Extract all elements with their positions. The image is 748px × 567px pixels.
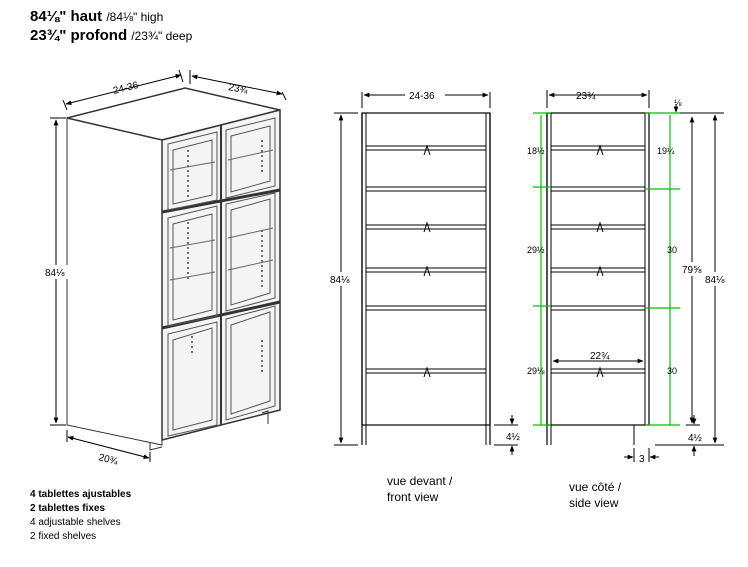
side-gap1-left: 18½ xyxy=(527,146,545,156)
front-kick-dim: 4½ xyxy=(506,432,521,443)
side-gap2-left: 29½ xyxy=(527,245,545,255)
side-shelf-depth-dim: 22¾ xyxy=(590,351,610,362)
depth-spec-en: /23¾" deep xyxy=(131,29,193,43)
depth-spec: 23¾" profond /23¾" deep xyxy=(30,27,192,45)
side-width-dim: 23¾ xyxy=(576,91,596,102)
side-view-caption-en: side view xyxy=(569,496,619,510)
note-fixed-en: 2 fixed shelves xyxy=(30,531,97,542)
iso-depth-dim: 23¾ xyxy=(227,82,249,97)
side-setback-dim: 3 xyxy=(639,454,645,465)
front-width-dim: 24-36 xyxy=(409,91,435,102)
depth-spec-fr: 23¾" profond xyxy=(30,27,128,44)
side-top-dim: ⅛ xyxy=(674,98,682,108)
side-view-caption: vue côté / side view xyxy=(569,479,621,511)
side-kick-dim: 4½ xyxy=(688,433,703,444)
height-spec: 84⅛" haut /84⅛" high xyxy=(30,8,163,26)
height-spec-fr: 84⅛" haut xyxy=(30,8,103,25)
front-view-caption: vue devant / front view xyxy=(387,473,452,505)
side-inner-height-dim: 79⅝ xyxy=(682,265,702,276)
front-view-caption-en: front view xyxy=(387,490,439,504)
side-gap2-right: 30 xyxy=(667,245,677,255)
side-total-height-dim: 84⅛ xyxy=(705,275,725,286)
note-fixed-fr: 2 tablettes fixes xyxy=(30,503,106,514)
front-height-dim: 84⅛ xyxy=(330,275,350,286)
note-adjustable-en: 4 adjustable shelves xyxy=(30,517,121,528)
iso-bottom-dim: 20¾ xyxy=(97,452,119,468)
isometric-view xyxy=(50,69,287,462)
height-spec-en: /84⅛" high xyxy=(106,10,164,24)
side-view-carcass xyxy=(546,112,650,426)
iso-height-dim: 84⅛ xyxy=(45,268,65,279)
side-gap3-right: 30 xyxy=(667,366,677,376)
note-adjustable-fr: 4 tablettes ajustables xyxy=(30,489,132,500)
side-view-green-dims xyxy=(533,112,680,426)
iso-width-dim: 24-36 xyxy=(112,80,140,97)
front-view xyxy=(334,92,518,455)
side-view-caption-fr: vue côté / xyxy=(569,480,622,494)
shelf-notes: 4 tablettes ajustables 2 tablettes fixes… xyxy=(30,488,131,544)
iso-side-panel xyxy=(66,117,163,446)
side-gap1-right: 19¼ xyxy=(657,146,675,156)
side-gap3-left: 29⅛ xyxy=(527,366,545,376)
front-view-caption-fr: vue devant / xyxy=(387,474,453,488)
